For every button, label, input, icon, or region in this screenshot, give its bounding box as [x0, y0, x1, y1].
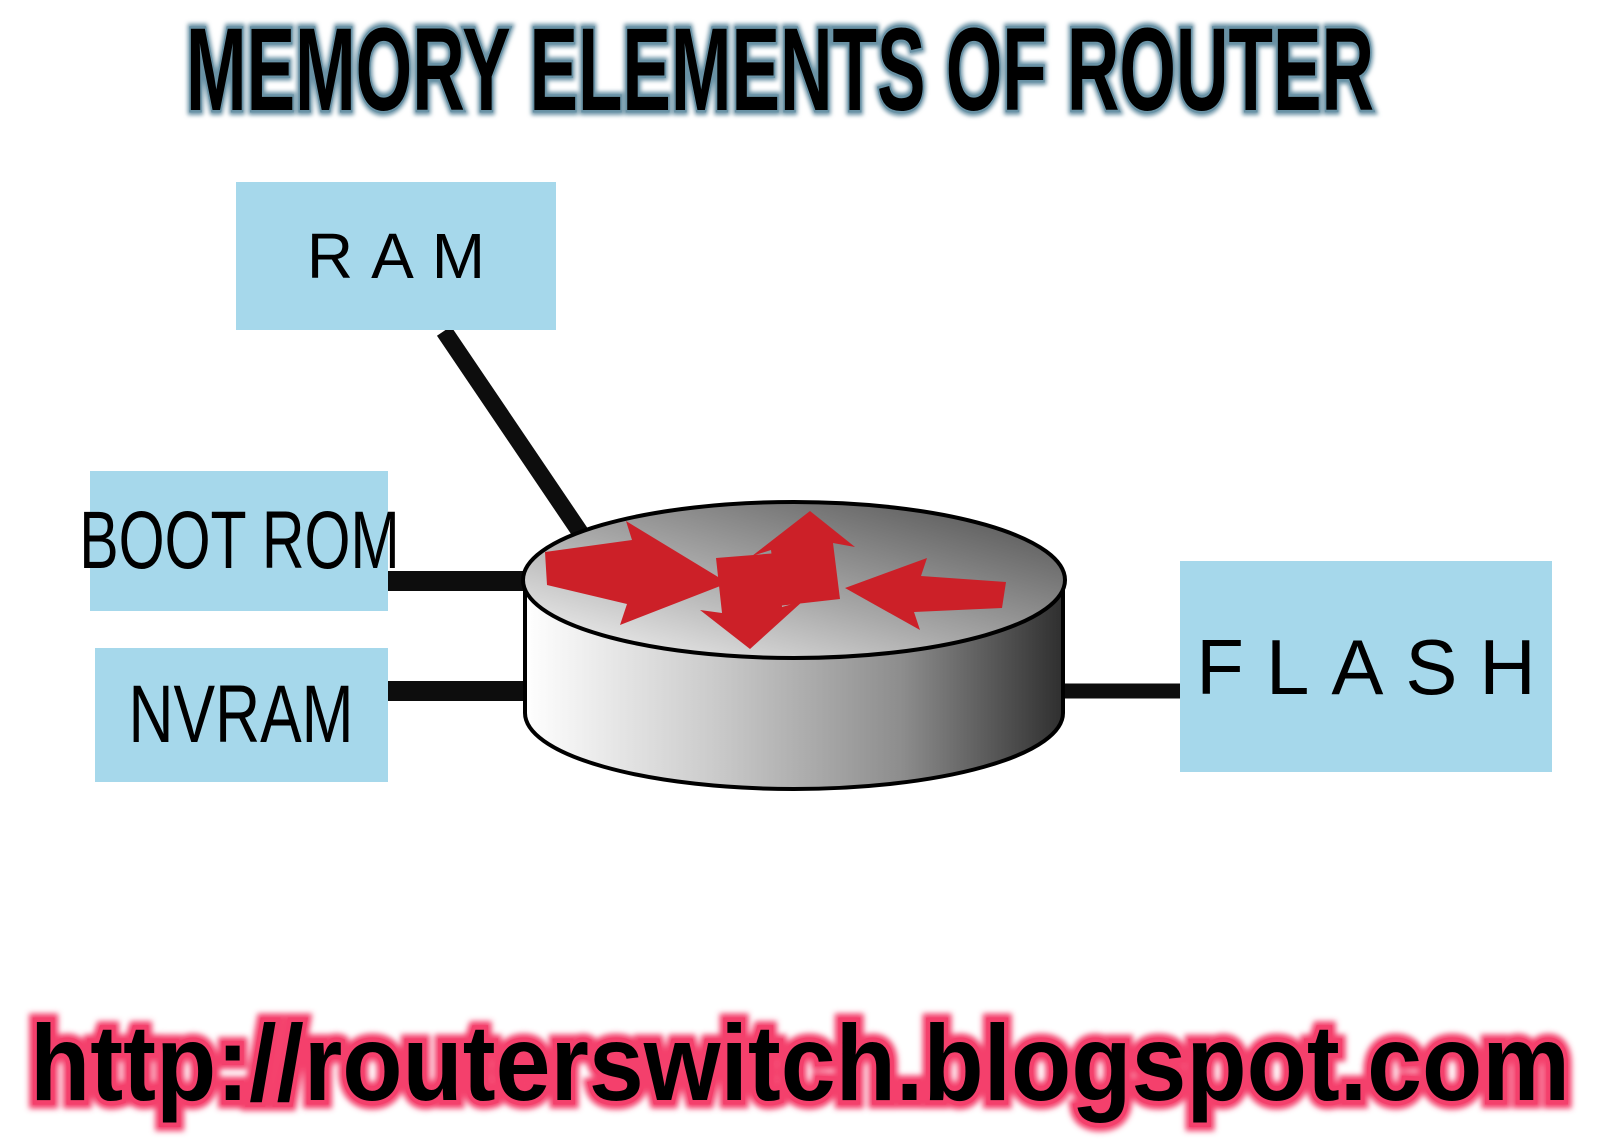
page-title-text: MEMORY ELEMENTS OF ROUTER: [186, 4, 1374, 136]
node-boot-rom-label: BOOT ROM: [78, 495, 400, 586]
footer-url-text: http://routerswitch.blogspot.com: [30, 1002, 1570, 1123]
page-title: MEMORY ELEMENTS OF ROUTER MEMORY ELEMENT…: [181, 0, 1379, 141]
node-boot-rom: BOOT ROM: [79, 471, 399, 611]
node-flash-label: FLASH: [1196, 622, 1558, 711]
page-title-glow: MEMORY ELEMENTS OF ROUTER: [186, 4, 1374, 136]
router-arrow-left-icon: [545, 521, 728, 625]
node-ram: RAM: [236, 182, 556, 330]
node-nvram-label: NVRAM: [128, 669, 355, 760]
node-nvram: NVRAM: [95, 648, 388, 782]
router-icon: [521, 500, 1067, 791]
node-ram-label: RAM: [306, 220, 504, 292]
footer-url: http://routerswitch.blogspot.com http://…: [22, 994, 1579, 1132]
router-arrow-down-icon: [700, 553, 803, 649]
node-flash: FLASH: [1180, 561, 1552, 772]
footer-url-glow: http://routerswitch.blogspot.com: [30, 1002, 1570, 1123]
connector-ram-router: [436, 326, 592, 543]
router-arrow-right-icon: [845, 558, 1006, 630]
